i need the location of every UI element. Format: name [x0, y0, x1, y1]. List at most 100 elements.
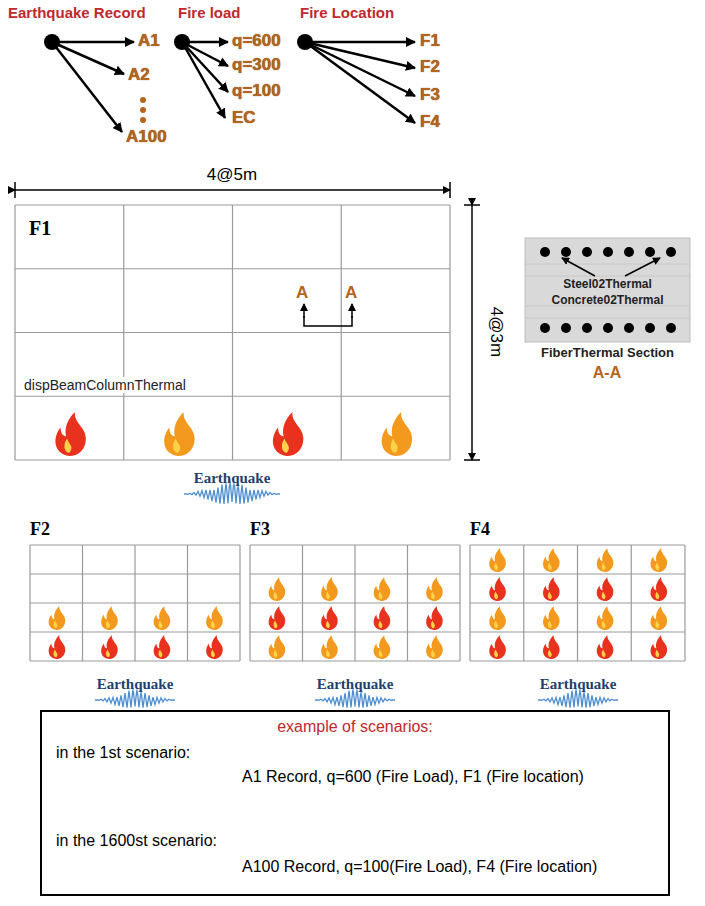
dimension-label: 4@5m: [207, 165, 257, 185]
beam-line: [15, 396, 450, 397]
flame: [374, 635, 391, 659]
flame-core: [431, 649, 435, 657]
flame-core: [655, 620, 659, 628]
flame: [543, 548, 560, 572]
flame-core: [548, 591, 552, 599]
leader-arrows: [562, 258, 660, 276]
flame-core: [391, 438, 398, 452]
node-text: A100 Record, q=100(Fire Load), F4 (Fire …: [242, 858, 597, 876]
node-text: Concrete02Thermal: [551, 294, 663, 308]
flame: [269, 606, 286, 630]
rebar-dot: [540, 323, 550, 333]
beam-line: [30, 631, 240, 632]
earthquake-waves: [95, 479, 618, 707]
flame: [543, 577, 560, 601]
beam-line: [470, 544, 685, 545]
flame-core: [159, 649, 163, 657]
flame: [543, 606, 560, 630]
flame-core: [379, 591, 383, 599]
tree-leaf: A100: [126, 127, 167, 147]
flame: [49, 635, 66, 659]
frame-elevation: F2: [30, 545, 240, 661]
tree-leaf: q=600: [232, 31, 281, 51]
dimension-lines: [15, 182, 480, 460]
frame-label: F4: [470, 519, 490, 540]
frame-elevation: F4: [470, 545, 685, 661]
flame: [651, 606, 668, 630]
beam-line: [250, 631, 460, 632]
beam-line: [15, 268, 450, 269]
earthquake-label: Earthquake: [97, 676, 174, 693]
rebar-dot: [645, 247, 655, 257]
flame: [154, 606, 171, 630]
flame-core: [494, 620, 498, 628]
tree-leaf: q=100: [232, 81, 281, 101]
flame: [382, 412, 412, 456]
flame-core: [655, 591, 659, 599]
annotation: A: [296, 283, 308, 303]
flame: [374, 577, 391, 601]
beam-line: [250, 602, 460, 603]
flame: [321, 577, 338, 601]
flame: [426, 606, 443, 630]
flame: [273, 412, 303, 456]
flame-core: [655, 649, 659, 657]
flame-core: [64, 438, 71, 452]
flame: [154, 635, 171, 659]
node-text: FiberThermal Section: [541, 346, 674, 361]
node-text: example of scenarios:: [277, 718, 433, 736]
beam-line: [250, 660, 460, 661]
section-rect: [525, 238, 690, 342]
flame: [374, 606, 391, 630]
flame-core: [379, 620, 383, 628]
earthquake-label: Earthquake: [317, 676, 394, 693]
flame-core: [274, 591, 278, 599]
tree-leaf: F2: [420, 57, 440, 77]
flame: [651, 635, 668, 659]
flame-core: [602, 562, 606, 570]
flame: [101, 606, 118, 630]
tree-heading: Fire load: [178, 4, 241, 21]
flame: [489, 577, 506, 601]
tree-arrows: [52, 42, 415, 132]
frame-elevation: F1: [15, 205, 450, 460]
annotation: A-A: [593, 364, 621, 382]
flame: [597, 548, 614, 572]
beam-line: [470, 631, 685, 632]
tree-leaf: q=300: [232, 55, 281, 75]
flame-core: [379, 649, 383, 657]
flame: [269, 635, 286, 659]
flame-core: [548, 620, 552, 628]
dimension-label: 4@3m: [486, 307, 506, 357]
flame: [651, 577, 668, 601]
tree-leaf: F3: [420, 85, 440, 105]
beam-line: [15, 204, 450, 205]
flame-core: [211, 620, 215, 628]
flame: [597, 606, 614, 630]
flame-core: [211, 649, 215, 657]
flame-core: [274, 649, 278, 657]
flame: [651, 548, 668, 572]
flame: [49, 606, 66, 630]
scenario-box: example of scenarios:in the 1st scenario…: [40, 710, 670, 896]
beam-line: [15, 459, 450, 460]
rebar-dot: [624, 247, 634, 257]
rebar-dot: [540, 247, 550, 257]
flame: [489, 635, 506, 659]
flame-core: [282, 438, 289, 452]
rebar-dot: [645, 323, 655, 333]
beam-line: [470, 602, 685, 603]
flame-core: [106, 620, 110, 628]
rebar-dot: [624, 323, 634, 333]
flame-core: [494, 649, 498, 657]
beam-line: [250, 544, 460, 545]
flame-core: [548, 649, 552, 657]
flame-core: [431, 591, 435, 599]
flame-core: [159, 620, 163, 628]
node-text: Steel02Thermal: [563, 278, 652, 292]
section-marker: [304, 304, 352, 326]
beam-line: [30, 660, 240, 661]
beam-line: [15, 332, 450, 333]
flame-core: [54, 649, 58, 657]
flame: [206, 606, 223, 630]
